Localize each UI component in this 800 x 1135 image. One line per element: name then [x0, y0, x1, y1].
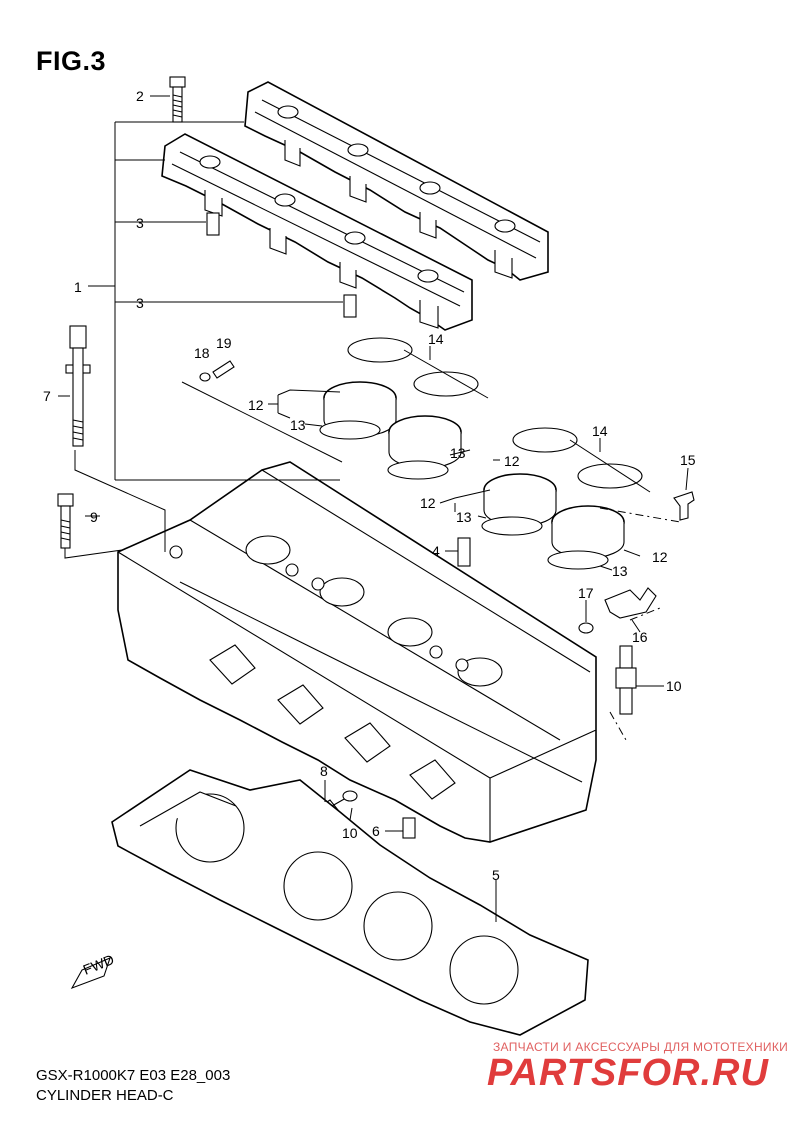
dowel-pin-part-3b [343, 294, 357, 318]
dowel-pin-part-6 [402, 817, 416, 839]
washer-part-16 [199, 372, 211, 382]
intake-pipe-4 [547, 505, 625, 570]
callout-12d: 12 [652, 549, 668, 565]
callout-2: 2 [136, 88, 144, 104]
callout-13d: 13 [612, 563, 628, 579]
callout-3a: 3 [136, 215, 144, 231]
clamp-part-14a [347, 337, 489, 399]
callout-18: 16 [632, 629, 648, 645]
model-code: GSX-R1000K7 E03 E28_003 [36, 1067, 231, 1084]
callout-3b: 3 [136, 295, 144, 311]
head-gasket-part-5 [111, 769, 589, 1036]
callout-13c: 13 [456, 509, 472, 525]
callout-9: 9 [90, 509, 98, 525]
intake-pipe-1 [319, 381, 397, 440]
callout-1: 1 [74, 279, 82, 295]
washer-part-10 [342, 790, 358, 802]
arrow-left-down-icon [70, 957, 111, 990]
callout-11: 10 [666, 678, 682, 694]
callout-7: 7 [43, 388, 51, 404]
washer-part-19 [578, 622, 594, 634]
sensor-part-18 [604, 587, 657, 619]
callout-14a: 14 [428, 331, 444, 347]
camshaft-housing-upper [244, 81, 549, 281]
callout-12c: 12 [420, 495, 436, 511]
bolt-part-2 [169, 76, 186, 123]
watermark-brand: PARTSFOR.RU [487, 1052, 769, 1094]
spark-plug-part-11 [615, 645, 637, 715]
pin-part-4 [457, 537, 471, 567]
callout-15: 15 [680, 452, 696, 468]
callout-14b: 14 [592, 423, 608, 439]
dowel-pin-part-3a [206, 212, 220, 236]
intake-pipe-2 [387, 415, 462, 480]
callout-4: 4 [432, 543, 440, 559]
leader-lines [58, 95, 689, 922]
callout-8: 8 [320, 763, 328, 779]
forward-direction-marker: FWD [70, 951, 116, 990]
bolt-part-7 [65, 325, 91, 447]
camshaft-housing-lower [161, 133, 473, 331]
clamp-part-14b [512, 427, 651, 493]
figure-title: FIG.3 [36, 46, 107, 76]
callout-19: 17 [578, 585, 594, 601]
callout-13b: 13 [450, 445, 466, 461]
cylinder-head-body [117, 461, 597, 843]
section-name: CYLINDER HEAD-C [36, 1087, 174, 1104]
watermark-tagline: ЗАПЧАСТИ И АКСЕССУАРЫ ДЛЯ МОТОТЕХНИКИ [493, 1040, 789, 1054]
plug-part-17 [212, 360, 235, 379]
intake-pipe-3 [481, 473, 557, 536]
screw-part-15 [673, 491, 695, 521]
callout-16: 18 [194, 345, 210, 361]
callout-10: 10 [342, 825, 358, 841]
callout-numbers: 2 1 3 3 7 9 18 19 12 13 14 12 13 12 13 1… [43, 88, 696, 883]
callout-12b: 12 [504, 453, 520, 469]
callout-5: 5 [492, 867, 500, 883]
bolt-part-9 [57, 493, 74, 549]
callout-17: 19 [216, 335, 232, 351]
callout-12a: 12 [248, 397, 264, 413]
callout-13a: 13 [290, 417, 306, 433]
callout-6: 6 [372, 823, 380, 839]
